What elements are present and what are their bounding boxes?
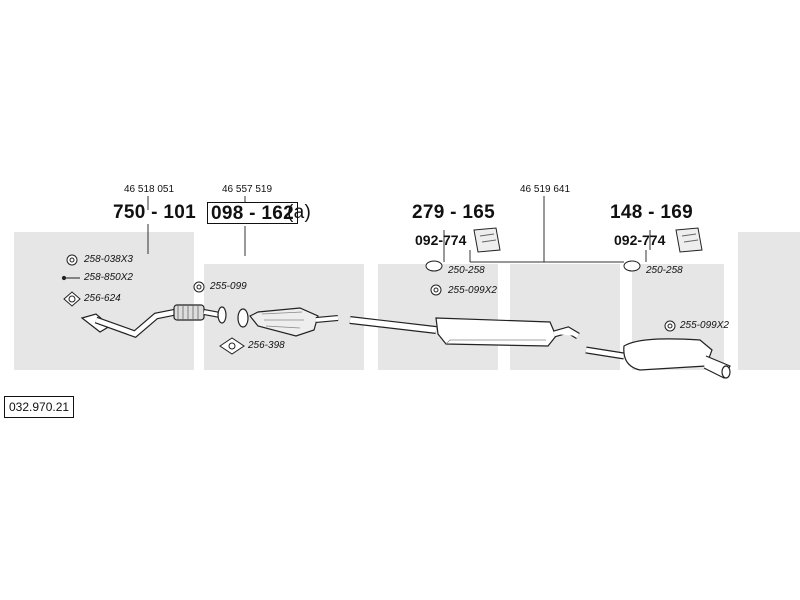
front-pipe-oem: 46 518 051 <box>124 184 175 195</box>
rubber-left-label[interactable]: 092-774 <box>415 232 467 248</box>
rubber-right-label[interactable]: 092-774 <box>614 232 666 248</box>
gasket-cat-label: 256-398 <box>248 340 285 351</box>
clamp-rear-label: 255-099X2 <box>680 320 729 331</box>
reference-number: 032.970.21 <box>4 396 75 418</box>
center-oem: 46 519 641 <box>520 184 571 195</box>
fittings-icons <box>61 227 703 355</box>
bolt-label: 258-850X2 <box>84 272 133 283</box>
clamp-mid-label: 255-099X2 <box>448 285 497 296</box>
nut-label: 258-038X3 <box>84 254 133 265</box>
ring-right-label: 250-258 <box>646 265 683 276</box>
rear-silencer-number[interactable]: 148 - 169 <box>610 202 693 223</box>
catalyst-number[interactable]: 098 - 162 <box>207 202 298 224</box>
front-pipe-drawing <box>80 304 227 338</box>
rear-silencer-drawing <box>585 338 731 379</box>
ring-left-icon <box>425 260 443 272</box>
ring-right-icon <box>623 260 641 272</box>
leader-lines <box>147 196 651 263</box>
catalyst-suffix: (a) <box>287 202 312 223</box>
catalyst-drawing <box>237 307 339 337</box>
middle-silencer-number[interactable]: 279 - 165 <box>412 202 495 223</box>
rubber-left-icon <box>473 227 501 253</box>
front-pipe-number[interactable]: 750 - 101 <box>113 202 196 223</box>
catalyst-oem: 46 557 519 <box>222 184 273 195</box>
clamp-front-label: 255-099 <box>210 281 247 292</box>
gasket-front-label: 256-624 <box>84 293 121 304</box>
rubber-right-icon <box>675 227 703 253</box>
middle-silencer-drawing <box>349 316 580 347</box>
ring-left-label: 250-258 <box>448 265 485 276</box>
